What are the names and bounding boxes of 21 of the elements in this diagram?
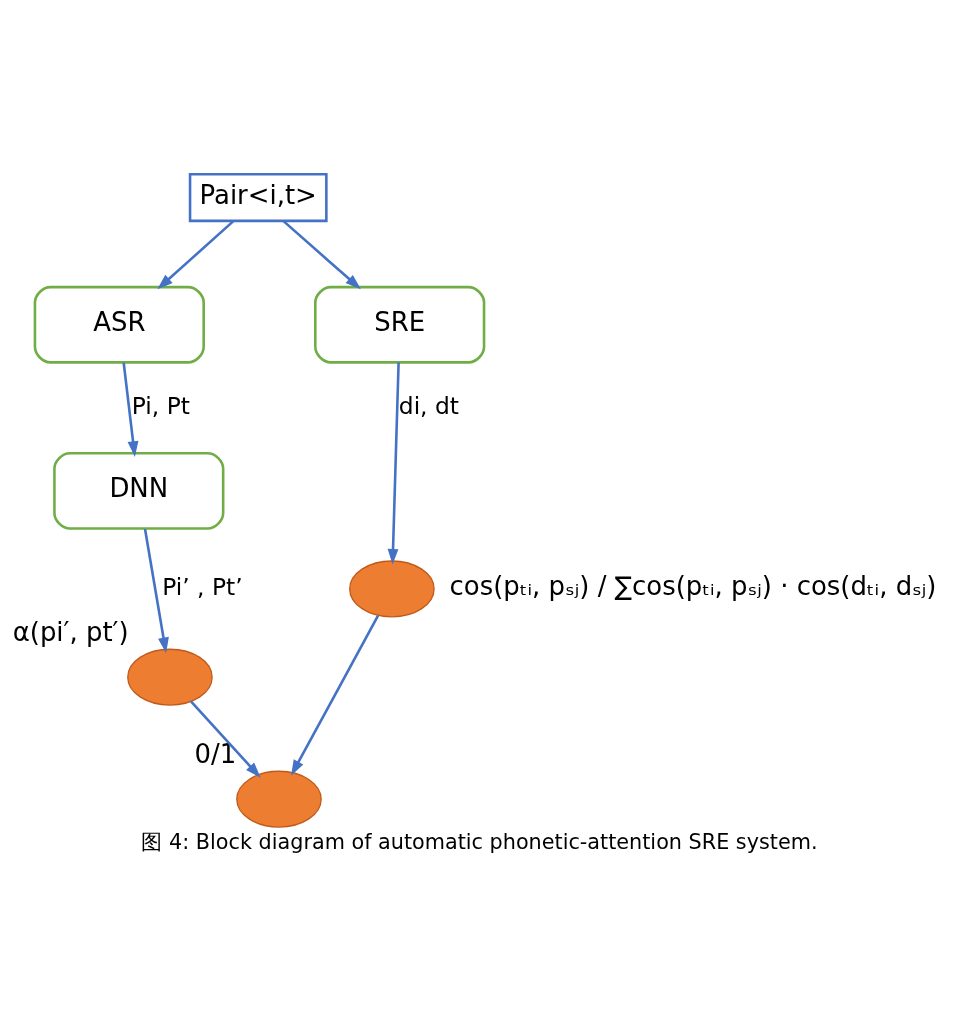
node-box: Pair<i,t> (188, 172, 328, 222)
arrow (157, 219, 235, 289)
node-label: α(pi′, pt′) (12, 616, 129, 647)
edge-label: Pi’ , Pt’ (162, 572, 243, 601)
arrow (190, 700, 261, 778)
node-circle (349, 559, 435, 617)
node-box: ASR (33, 285, 205, 364)
arrow (387, 361, 400, 565)
node-circle (127, 648, 213, 706)
arrow (291, 614, 380, 776)
node-box: SRE (314, 285, 486, 364)
node-box: DNN (53, 451, 225, 530)
edge-label: Pi, Pt (131, 391, 190, 420)
edge-label: di, dt (398, 391, 459, 420)
arrow (282, 219, 361, 289)
arrow (143, 528, 169, 653)
node-label: 0/1 (194, 738, 237, 769)
caption: 图 4: Block diagram of automatic phonetic-attention SRE system. (141, 829, 818, 854)
label: cos(pₜᵢ, pₛⱼ) / ∑cos(pₜᵢ, pₛⱼ) · cos(dₜᵢ, dₛⱼ) (449, 570, 937, 601)
node-circle (236, 770, 322, 828)
arrow (122, 362, 139, 457)
